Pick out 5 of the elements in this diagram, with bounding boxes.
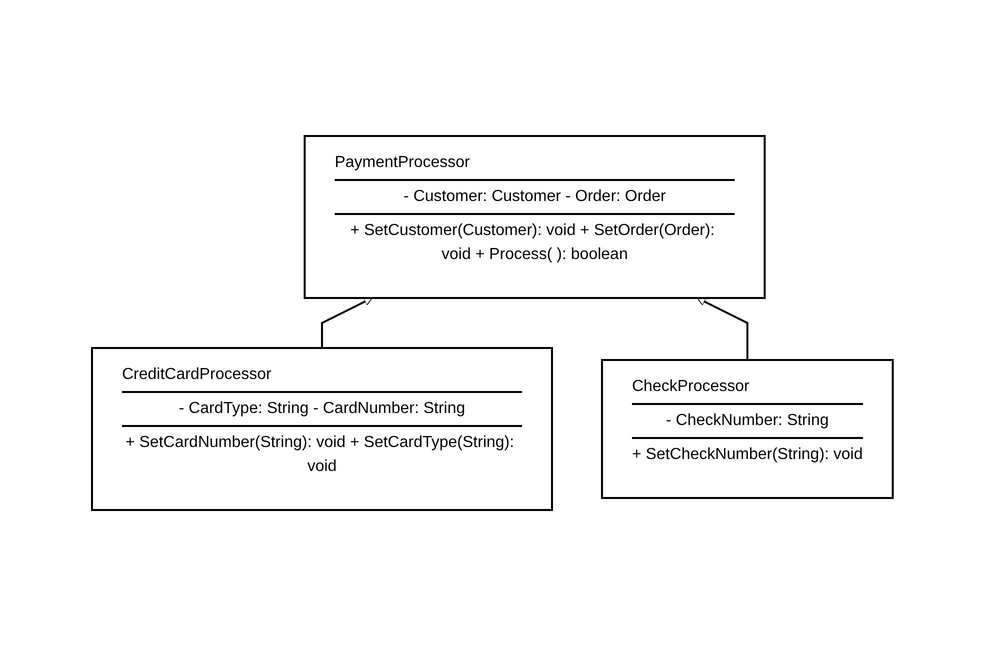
arrow: [321, 297, 373, 348]
node-box: PaymentProcessor - Customer: Customer - Order: Order + SetCustomer(Customer): void + SetOrder(Order): void + Process( ): boolean: [304, 134, 766, 298]
node-box: CheckProcessor - CheckNumber: String + SetCheckNumber(String): void: [601, 358, 894, 498]
arrow: [696, 297, 748, 360]
node-box: CreditCardProcessor - CardType: String - CardNumber: String + SetCardNumber(String): void + SetCardType(String): void: [91, 346, 554, 510]
